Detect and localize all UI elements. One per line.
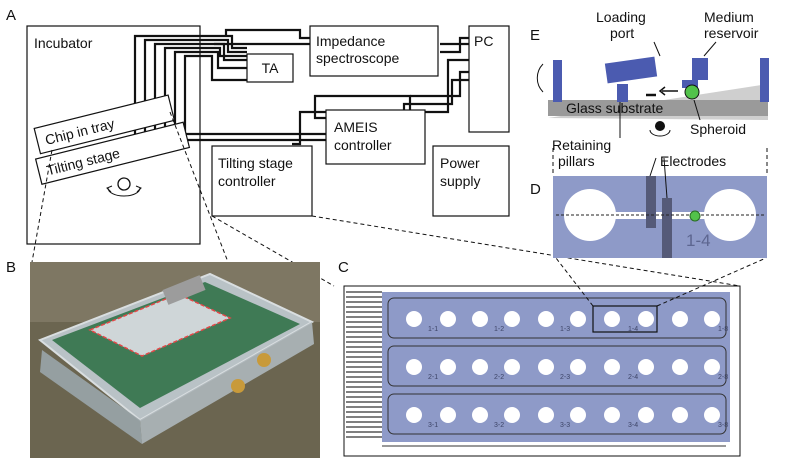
chip-well [638,359,654,375]
incubator-label: Incubator [34,35,93,51]
spheroid-label: Spheroid [690,121,746,137]
chip-well [570,407,586,423]
impedance-label-2: spectroscope [316,50,399,66]
chip-well [570,359,586,375]
dash-c-d-right [656,257,767,307]
ameis-label-2: controller [334,137,392,153]
chamber-detail: 1-4 [553,176,767,258]
chip-well [638,407,654,423]
electrodes-label: Electrodes [660,153,726,169]
chip-well [538,359,554,375]
chip-well [704,359,720,375]
chip-well [406,359,422,375]
chip-well [570,311,586,327]
chip-in-tray-box [33,94,176,155]
chip-well [406,311,422,327]
chamber-label: 3-4 [628,422,638,429]
panel-e-leaders [619,41,717,199]
chip-well [604,407,620,423]
chip-well [672,359,688,375]
tilt-controller-label-2: controller [218,173,276,189]
chamber-label: 2-4 [628,374,638,381]
loading-port-label-1: Loading [596,9,646,25]
power-supply-label-1: Power [440,155,480,171]
ameis-label-1: AMEIS [334,119,378,135]
dash-a-c-right [311,215,741,287]
chip-well [672,407,688,423]
dash-a-b-left [31,149,53,263]
chamber-label: 2-8 [718,374,728,381]
wire-bundle [133,28,469,146]
panel-label-b: B [6,259,16,276]
chamber-label: 2-3 [560,374,570,381]
chip-well [440,311,456,327]
glass-substrate-label: Glass substrate [566,100,663,116]
chip-well [472,407,488,423]
chip-well [472,311,488,327]
tilt-controller-label-1: Tilting stage [218,155,293,171]
chip-well [638,311,654,327]
panel-label-d: D [530,181,541,198]
ta-label: TA [262,60,280,76]
panel-label-e: E [530,27,540,44]
tilting-stage-box [34,121,191,185]
chip-well [672,311,688,327]
chip-well [504,359,520,375]
power-supply-label-2: supply [440,173,480,189]
chamber-label: 3-3 [560,422,570,429]
chamber-label: 1-1 [428,326,438,333]
pc-box [468,25,510,133]
chamber-label: 3-2 [494,422,504,429]
retaining-pillars-label-1: Retaining [552,137,611,153]
medium-reservoir-label-2: reservoir [704,25,759,41]
highlight-chamber-1-4 [592,305,658,333]
chip-layout [343,285,741,457]
chamber-detail-label: 1-4 [686,231,711,250]
dash-a-c-left [211,215,335,287]
rotation-icon [106,177,142,197]
cross-section [536,56,769,137]
chip-well [604,359,620,375]
chamber-label: 1-8 [718,326,728,333]
chamber-label-layer: 1-1 1-2 1-3 1-4 1-8 2-1 2-2 2-3 2-4 2-8 3-1 3-2 3-3 3… [428,326,728,429]
chamber-label: 1-4 [628,326,638,333]
ta-box [246,53,294,83]
dash-c-d-left [555,257,594,307]
power-supply-box [432,145,510,217]
impedance-label-1: Impedance [316,33,385,49]
chip-well [406,407,422,423]
chip-photo [30,262,320,458]
chamber-label: 2-2 [494,374,504,381]
chip-well [704,311,720,327]
chip-well [440,359,456,375]
chamber-label: 3-1 [428,422,438,429]
chip-well [504,407,520,423]
chamber-label: 1-2 [494,326,504,333]
chip-well [504,311,520,327]
loading-port-label-2: port [610,25,634,41]
panel-label-a: A [6,7,16,24]
chip-well [472,359,488,375]
pc-label: PC [474,33,493,49]
chip-well [440,407,456,423]
chip-well [538,407,554,423]
chip-well [538,311,554,327]
chamber-label: 3-8 [718,422,728,429]
impedance-box [309,25,439,77]
chamber-label: 1-3 [560,326,570,333]
dash-a-b-right [169,111,229,263]
ameis-box [325,109,426,165]
tilted-stage-group: Chip in tray Tilting stage [33,94,191,185]
panel-label-c: C [338,259,349,276]
tilt-controller-box [211,145,313,217]
medium-reservoir-label-1: Medium [704,9,754,25]
chip-well [704,407,720,423]
chamber-label: 2-1 [428,374,438,381]
chip-well [604,311,620,327]
retaining-pillars-label-2: pillars [558,153,595,169]
